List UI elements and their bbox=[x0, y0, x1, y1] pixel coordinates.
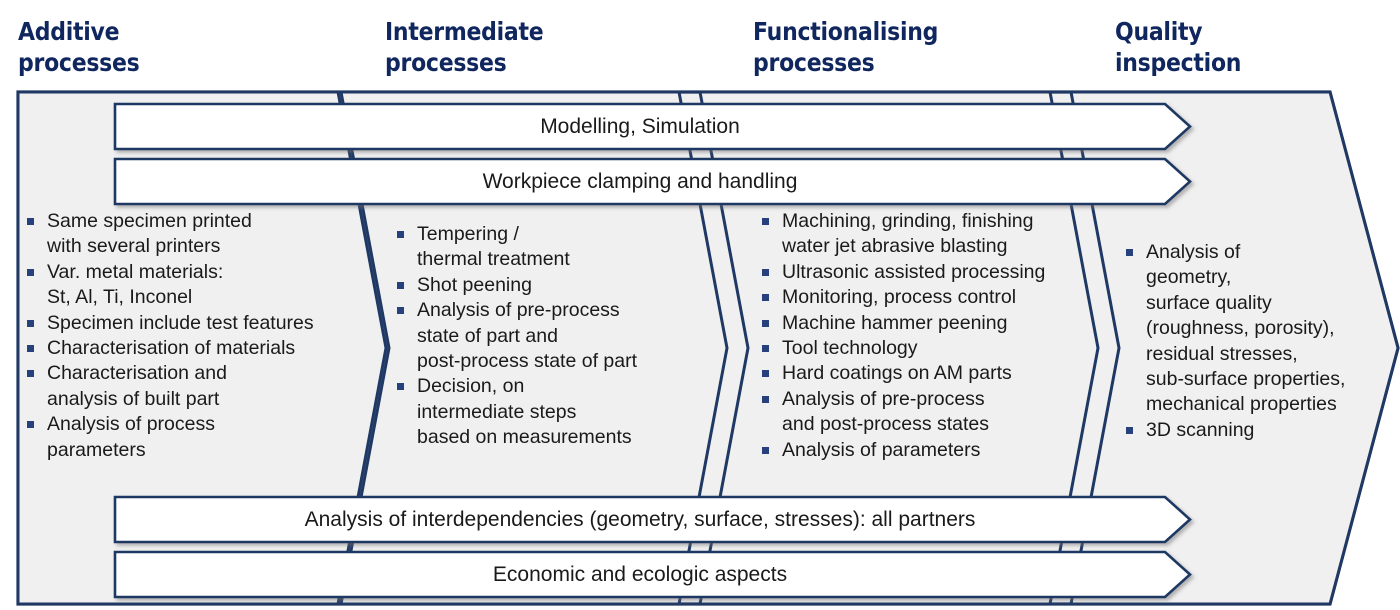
list-item: Analysis of geometry, surface quality (r… bbox=[1121, 240, 1391, 418]
list-item: Analysis of parameters bbox=[757, 438, 1087, 463]
list-item: Specimen include test features bbox=[22, 311, 362, 336]
list-item: Var. metal materials: St, Al, Ti, Incone… bbox=[22, 260, 362, 311]
list-item: Shot peening bbox=[392, 273, 702, 298]
list-item: Analysis of pre-process and post-process… bbox=[757, 387, 1087, 438]
bullet-list-functionalising: Machining, grinding, finishing water jet… bbox=[757, 209, 1087, 463]
list-item: Analysis of pre-process state of part an… bbox=[392, 298, 702, 374]
column-chevron-quality bbox=[1069, 90, 1400, 606]
list-item: Hard coatings on AM parts bbox=[757, 361, 1087, 386]
bullet-list-intermediate: Tempering / thermal treatment Shot peeni… bbox=[392, 222, 702, 451]
bullet-list-additive: Same specimen printed with several print… bbox=[22, 209, 362, 463]
list-item: Decision, on intermediate steps based on… bbox=[392, 374, 702, 450]
list-item: Characterisation of materials bbox=[22, 336, 362, 361]
list-item: Analysis of process parameters bbox=[22, 412, 362, 463]
list-item: Monitoring, process control bbox=[757, 285, 1087, 310]
column-heading-additive: Additive processes bbox=[18, 17, 140, 77]
banner-label-modelling-simulation: Modelling, Simulation bbox=[540, 115, 740, 138]
list-item: Tempering / thermal treatment bbox=[392, 222, 702, 273]
list-item: Tool technology bbox=[757, 336, 1087, 361]
list-item: Ultrasonic assisted processing bbox=[757, 260, 1087, 285]
column-chevron-intermediate bbox=[339, 90, 729, 606]
column-heading-quality: Quality inspection bbox=[1115, 17, 1242, 77]
column-heading-intermediate: Intermediate processes bbox=[385, 17, 544, 77]
bullet-list-quality: Analysis of geometry, surface quality (r… bbox=[1121, 240, 1391, 443]
column-chevron-additive bbox=[16, 90, 388, 606]
column-heading-functionalising: Functionalising processes bbox=[753, 17, 939, 77]
banner-label-workpiece-clamping: Workpiece clamping and handling bbox=[482, 170, 798, 193]
column-chevron-functionalising bbox=[698, 90, 1100, 606]
list-item: Machining, grinding, finishing water jet… bbox=[757, 209, 1087, 260]
banner-label-economic-ecologic: Economic and ecologic aspects bbox=[492, 563, 788, 586]
list-item: Characterisation and analysis of built p… bbox=[22, 361, 362, 412]
list-item: 3D scanning bbox=[1121, 418, 1391, 443]
list-item: Same specimen printed with several print… bbox=[22, 209, 362, 260]
banner-label-analysis-interdependencies: Analysis of interdependencies (geometry,… bbox=[304, 508, 976, 531]
list-item: Machine hammer peening bbox=[757, 311, 1087, 336]
